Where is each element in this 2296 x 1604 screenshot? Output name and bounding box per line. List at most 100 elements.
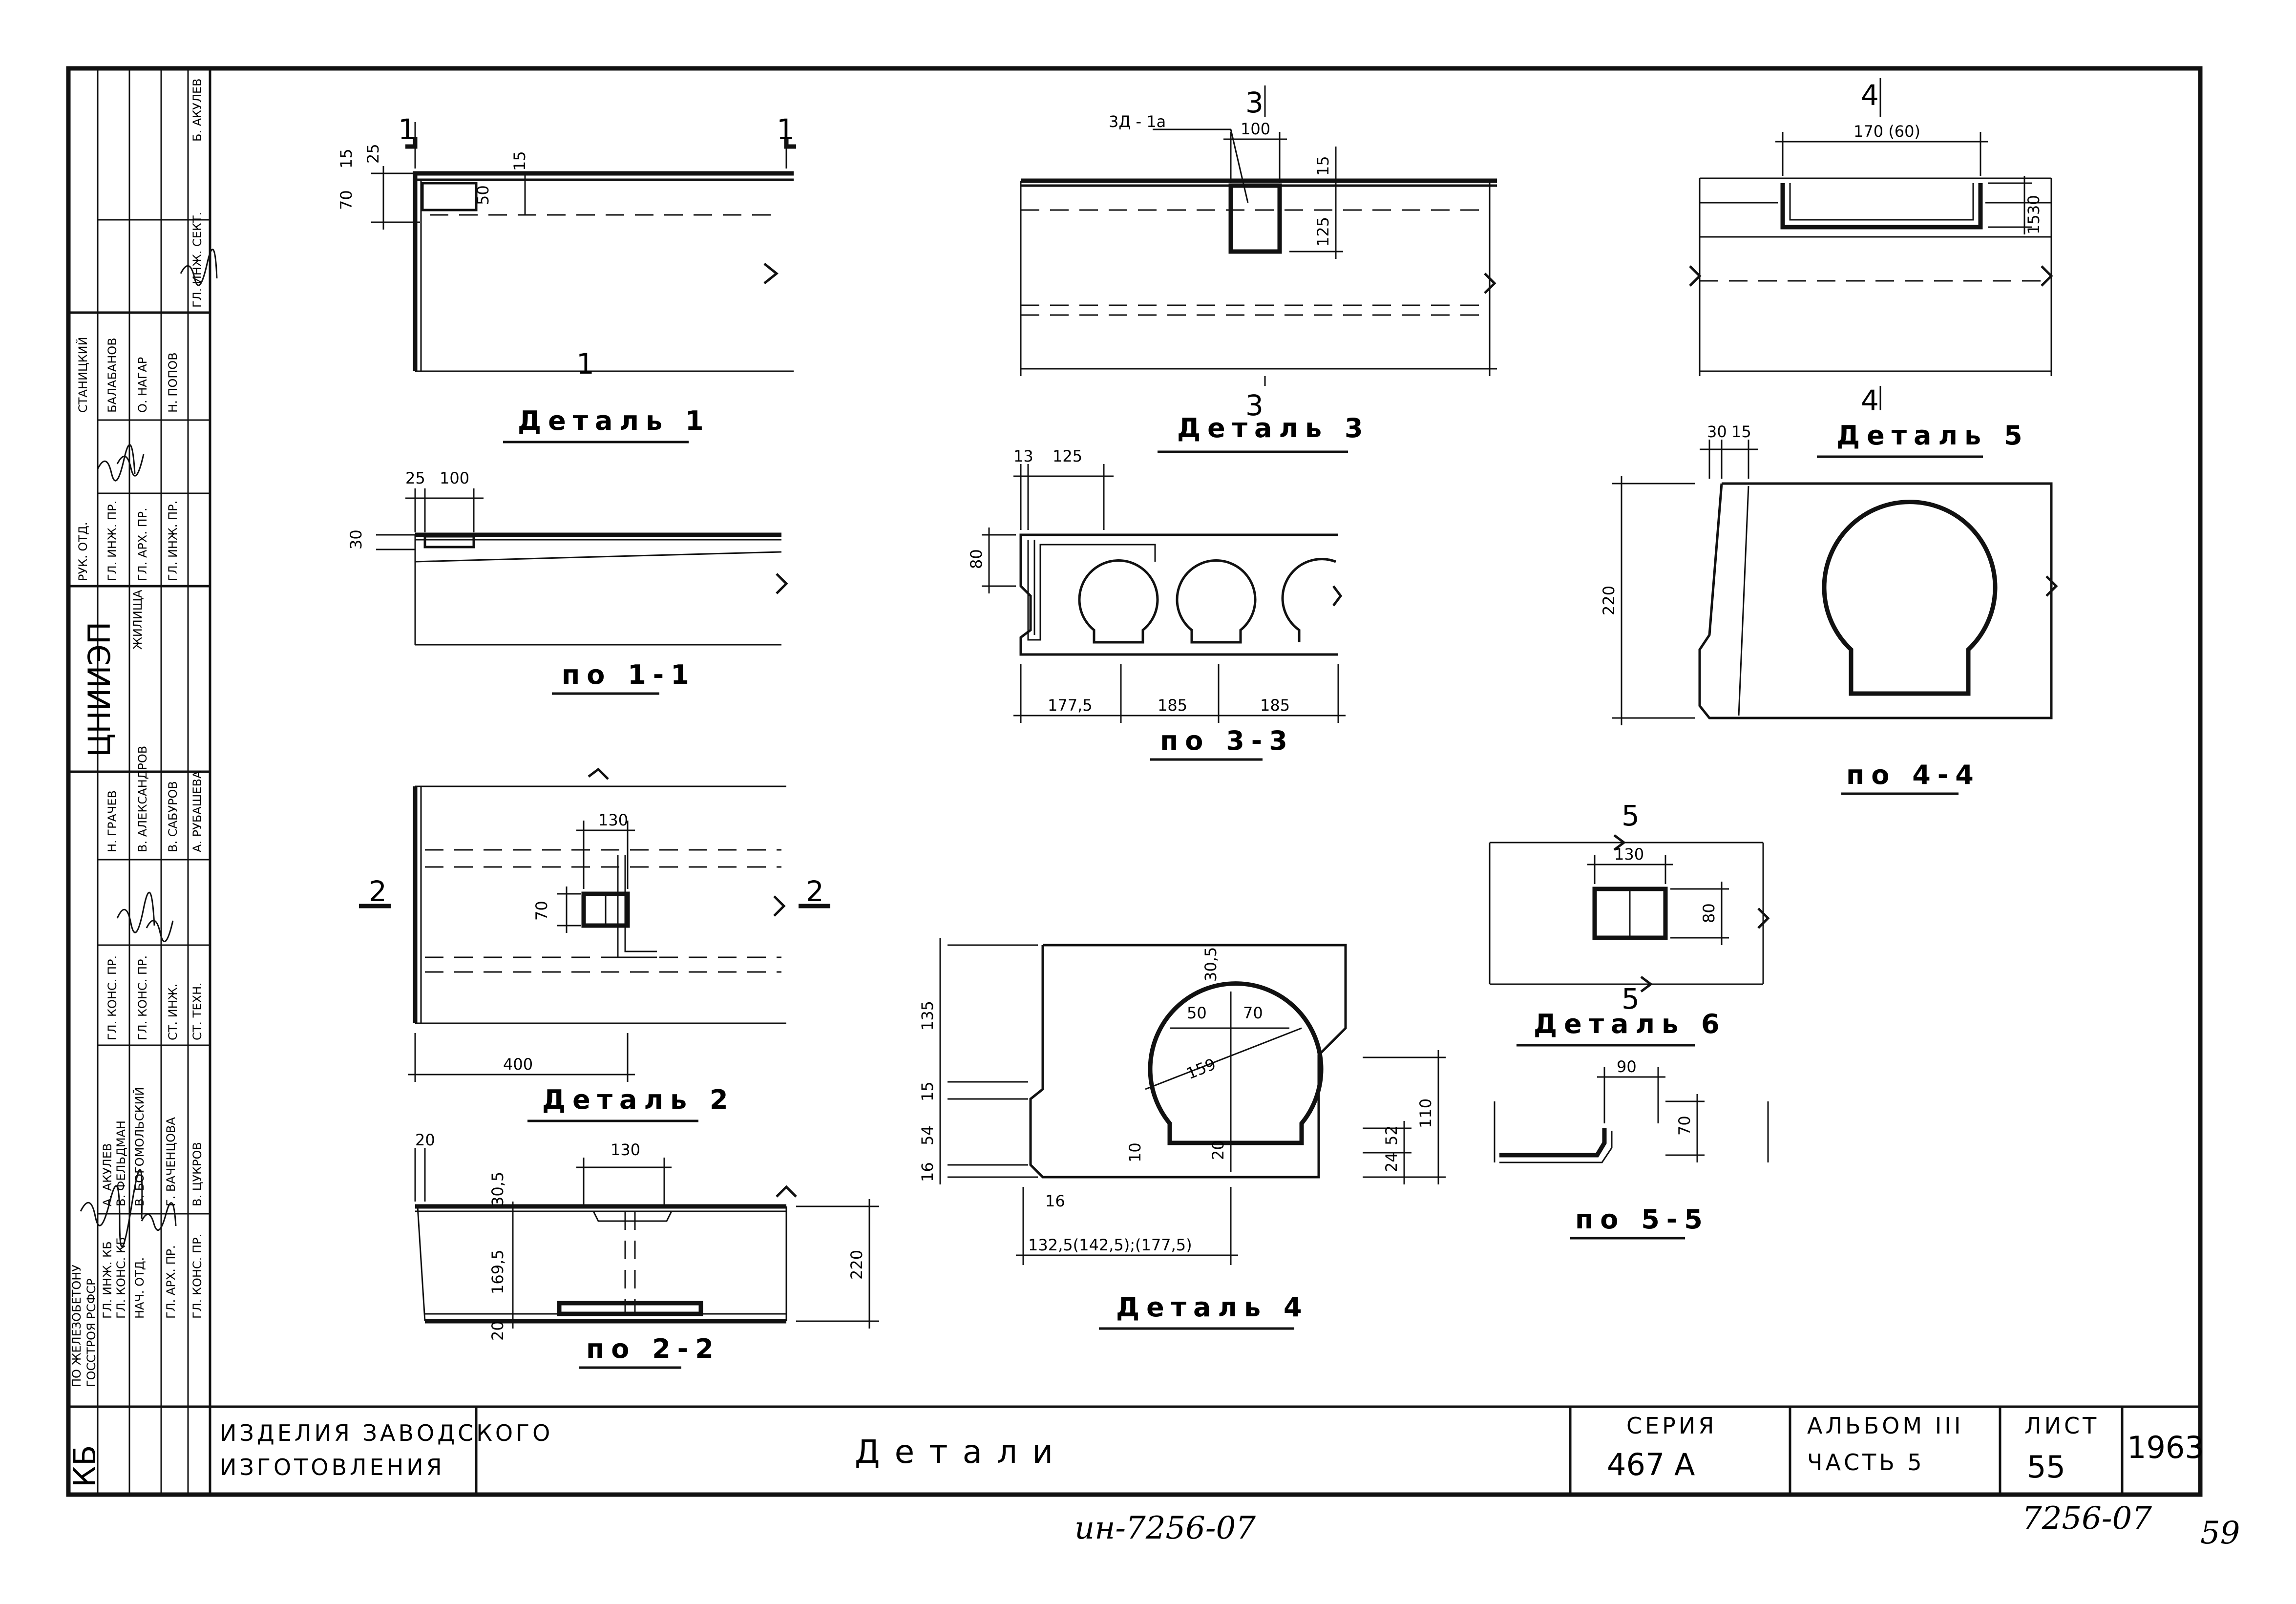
- dim-text: 125: [1314, 217, 1332, 247]
- name-text: Б. АКУЛЕВ: [190, 79, 204, 142]
- dim-text: 110: [1416, 1098, 1435, 1128]
- signature-scribble: [180, 249, 218, 286]
- section-3-3: 13 125 80 177,5 185 185 по 3-3: [967, 447, 1346, 761]
- dim-text: 20: [488, 1321, 507, 1341]
- caption-detail-4: Деталь 4: [1116, 1292, 1309, 1323]
- name-text: Н. ГРАЧЕВ: [105, 790, 119, 852]
- role-text: СТ. ИНЖ.: [166, 984, 180, 1040]
- section-mark: 1: [576, 347, 594, 380]
- dim-text: 52: [1382, 1125, 1401, 1145]
- dim-text: 70: [1675, 1116, 1694, 1136]
- caption-detail-3: Деталь 3: [1177, 413, 1370, 443]
- section-mark: 1: [398, 113, 416, 146]
- inventory-right: 7256-07: [2022, 1500, 2152, 1537]
- signature-scribble: [141, 1202, 177, 1231]
- signature-scribble: [116, 454, 145, 477]
- role-text: ГЛ. КОНС. ПР.: [190, 1234, 204, 1319]
- name-text: БАЛАБАНОВ: [105, 338, 119, 413]
- section-mark: 3: [1245, 86, 1264, 119]
- dim-text: 25: [364, 144, 382, 164]
- role-text: ГЛ. ИНЖ. ПР.: [166, 501, 180, 581]
- dim-text: 177,5: [1048, 696, 1093, 715]
- role-text: ГЛ. КОНС. КБ: [114, 1237, 128, 1319]
- section-mark: 5: [1622, 982, 1640, 1015]
- dim-text: 15: [1731, 422, 1751, 441]
- inst-sub: ЖИЛИЩА: [131, 590, 145, 650]
- dim-text: 30: [1707, 422, 1727, 441]
- dim-text: 10: [1126, 1142, 1144, 1162]
- dim-text: 70: [1243, 1004, 1263, 1022]
- section-4-4: 30 15 220 по 4-4: [1600, 422, 2058, 795]
- name-text: В. АЛЕКСАНДРОВ: [136, 746, 149, 852]
- dim-text: 185: [1158, 696, 1187, 715]
- inventory-left: ин-7256-07: [1074, 1510, 1256, 1546]
- name-text: О. НАГАР: [136, 357, 149, 413]
- dim-text: 400: [503, 1055, 533, 1074]
- section-mark: 3: [1245, 389, 1264, 422]
- dim-text: 185: [1260, 696, 1290, 715]
- name-text: СТАНИЦКИЙ: [76, 337, 90, 413]
- dim-text: 15: [510, 151, 529, 171]
- dim-text: 15: [337, 148, 356, 169]
- signature-scribble: [80, 1168, 143, 1247]
- caption-section-3-3: по 3-3: [1160, 725, 1294, 756]
- dim-text: 16: [1045, 1192, 1065, 1210]
- role-text: ГЛ. АРХ. ПР.: [164, 1245, 178, 1319]
- section-mark: 2: [369, 875, 387, 908]
- dim-text: 30: [347, 529, 365, 549]
- detail-4: 135 15 54 16 30,5 50 70 159 10 20 24 52 …: [918, 938, 1446, 1330]
- dim-text: 50: [474, 185, 492, 205]
- role-text: СТ. ТЕХН.: [190, 982, 204, 1040]
- dim-text: 169,5: [488, 1249, 507, 1294]
- section-mark: 5: [1622, 799, 1640, 832]
- caption-section-1-1: по 1-1: [562, 659, 696, 690]
- detail-2: 130 70 400 2 2 Деталь 2: [359, 767, 830, 1122]
- product-line-2: ИЗГОТОВЛЕНИЯ: [220, 1454, 445, 1480]
- section-mark: 2: [806, 875, 824, 908]
- signature-scribble: [116, 891, 155, 933]
- role-text: ГЛ. ИНЖ. ПР.: [105, 501, 119, 581]
- year: 1963: [2127, 1430, 2204, 1465]
- album-line-1: АЛЬБОМ III: [1807, 1413, 1963, 1439]
- role-text: РУК. ОТД.: [76, 522, 90, 581]
- title-block: ИЗДЕЛИЯ ЗАВОДСКОГО ИЗГОТОВЛЕНИЯ Детали С…: [220, 1407, 2204, 1495]
- role-text: НАЧ. ОТД.: [133, 1257, 147, 1319]
- caption-detail-5: Деталь 5: [1836, 420, 2029, 451]
- section-5-5: 90 70 по 5-5: [1494, 1057, 1769, 1240]
- caption-detail-1: Деталь 1: [518, 405, 711, 436]
- dim-text: 70: [532, 901, 551, 921]
- org-line-3: ГОССТРОЯ РСФСР: [84, 1279, 98, 1388]
- dim-text: 220: [1600, 586, 1618, 615]
- handwritten-notes: ин-7256-07 7256-07 59: [1074, 1500, 2240, 1551]
- dim-text: 132,5(142,5);(177,5): [1028, 1236, 1192, 1254]
- dim-text: 100: [440, 469, 469, 487]
- role-text: ГЛ. ИНЖ. СЕКТ.: [190, 212, 204, 308]
- dim-text: 24: [1382, 1152, 1401, 1172]
- dim-text: 16: [918, 1162, 937, 1182]
- dim-text: 13: [1013, 447, 1033, 465]
- dim-text: 170 (60): [1854, 122, 1920, 141]
- dim-text: 80: [967, 549, 986, 569]
- dim-text: 130: [598, 811, 628, 829]
- dim-text: 135: [918, 1001, 937, 1031]
- role-text: ГЛ. АРХ. ПР.: [136, 507, 149, 581]
- dim-text: 15: [1314, 156, 1332, 176]
- role-text: ГЛ. КОНС. ПР.: [105, 955, 119, 1040]
- org-kb: КБ: [67, 1445, 103, 1487]
- sheet-number: 55: [2027, 1449, 2065, 1485]
- section-2-2: 20 130 30,5 169,5 20 220 по 2-2: [414, 1131, 879, 1369]
- series-value: 467 А: [1607, 1447, 1695, 1482]
- caption-section-4-4: по 4-4: [1846, 760, 1980, 790]
- dim-text: 20: [1209, 1140, 1227, 1160]
- caption-section-2-2: по 2-2: [586, 1333, 720, 1364]
- detail-5: 4 4 170 (60) 30 15 Деталь 5: [1689, 78, 2053, 458]
- name-text: Г. ВАЧЕНЦОВА: [164, 1117, 178, 1206]
- name-text: В. ФЕЛЬДМАН: [114, 1120, 128, 1206]
- dim-text: 25: [405, 469, 425, 487]
- dim-text: 100: [1241, 120, 1270, 138]
- dim-text: 50: [1187, 1004, 1207, 1022]
- dim-text: 159: [1184, 1055, 1219, 1083]
- side-stamp: КБ ПО ЖЕЛЕЗОБЕТОНУ ГОССТРОЯ РСФСР ЦНИИЭП…: [67, 68, 218, 1495]
- dim-text: 15: [918, 1081, 937, 1101]
- page-number: 59: [2200, 1515, 2240, 1551]
